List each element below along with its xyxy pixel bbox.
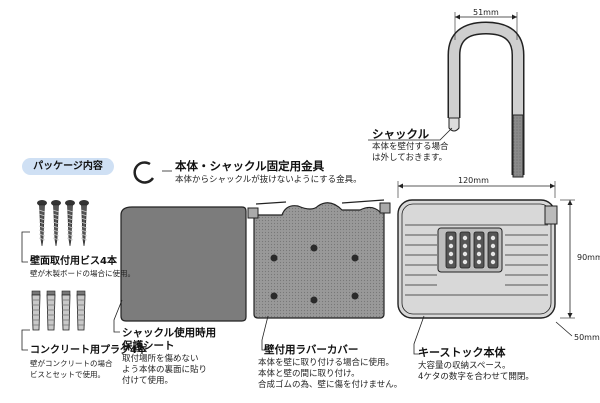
- retaining-clip-desc: 本体からシャックルが抜けないようにする金具。: [175, 175, 362, 185]
- key-stock-title: キーストック本体: [418, 346, 506, 359]
- protective-sheet-desc-line-2: よう本体の裏面に貼り: [122, 365, 208, 375]
- plug-4: [76, 290, 86, 331]
- screw-3: [65, 200, 75, 247]
- combination-dial-1: [445, 231, 457, 269]
- body-width-dimension: 120mm: [458, 176, 489, 185]
- rubber-cover-desc-line-3: 合成ゴムの為、壁に傷を付けません。: [258, 380, 403, 390]
- combination-dial-3: [473, 231, 485, 269]
- rubber-cover-title: 壁付用ラバーカバー: [264, 344, 359, 356]
- body-height-dimension: 90mm: [577, 253, 600, 262]
- rubber-cover-illustration: [247, 199, 391, 351]
- plug-1: [31, 290, 41, 331]
- rubber-cover-desc-line-2: 本体と壁の間に取り付け。: [258, 369, 360, 379]
- wall-screws-title: 壁面取付用ビス4本: [30, 256, 117, 267]
- protective-sheet-desc-line-3: 付けて使用。: [122, 376, 174, 386]
- protective-sheet-desc-line-1: 取付場所を傷めない: [122, 354, 199, 364]
- combination-dial-4: [487, 231, 499, 269]
- screw-4: [79, 200, 89, 247]
- shackle-desc-line-2: は外しておきます。: [372, 153, 448, 163]
- rubber-cover-desc-line-1: 本体を壁に取り付ける場合に使用。: [258, 358, 395, 368]
- key-stock-body-illustration: [397, 181, 575, 355]
- wall-screws-illustration: [37, 200, 89, 247]
- retaining-clip-illustration: [133, 161, 172, 184]
- protective-sheet-title-line-2: 保護シート: [122, 340, 175, 352]
- concrete-plugs-desc-line-1: 壁がコンクリートの場合: [30, 359, 113, 368]
- key-stock-desc-line-1: 大容量の収納スペース。: [418, 361, 511, 371]
- concrete-plugs-illustration: [31, 290, 86, 331]
- concrete-plugs-title: コンクリート用プラグ4本: [30, 345, 147, 356]
- concrete-plugs-desc-line-2: ビスとセットで使用。: [30, 370, 105, 379]
- plug-2: [46, 290, 56, 331]
- protective-sheet-title-line-1: シャックル使用時用: [122, 327, 217, 339]
- screw-2: [51, 200, 61, 247]
- screw-1: [37, 200, 47, 247]
- package-contents-tag: パッケージ内容: [22, 158, 114, 175]
- body-depth-dimension: 50mm: [574, 333, 600, 342]
- wall-screws-desc: 壁が木製ボードの場合に使用。: [30, 269, 135, 278]
- shackle-desc-line-1: 本体を壁付する場合: [372, 142, 449, 152]
- combination-dial-2: [459, 231, 471, 269]
- protective-sheet-illustration: [113, 206, 247, 333]
- retaining-clip-title: 本体・シャックル固定用金具: [175, 159, 325, 173]
- key-stock-desc-line-2: 4ケタの数字を合わせて開閉。: [418, 372, 534, 382]
- shackle-width-dimension: 51mm: [473, 8, 499, 17]
- shackle-illustration: [368, 12, 525, 178]
- plug-3: [61, 290, 71, 331]
- shackle-title: シャックル: [372, 127, 430, 141]
